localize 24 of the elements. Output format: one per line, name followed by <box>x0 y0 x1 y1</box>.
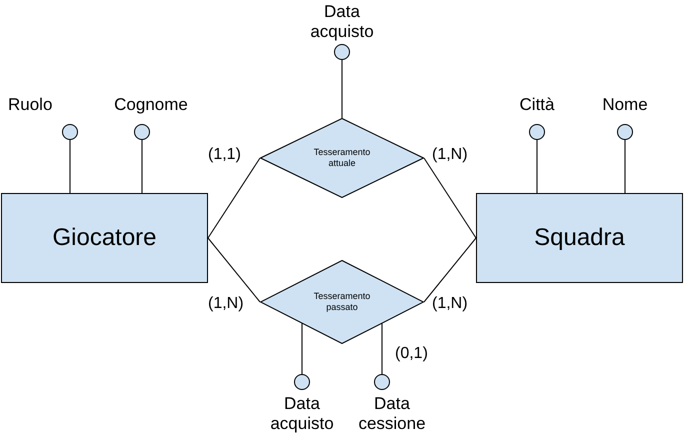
connector-line <box>424 158 476 238</box>
connector-line <box>424 238 476 302</box>
relationship-label: Tesseramento passato <box>312 291 372 313</box>
entity-box <box>476 193 683 283</box>
entity-name: Squadra <box>534 223 625 253</box>
attribute-label: Città <box>518 95 556 115</box>
cardinality-label: (1,N) <box>208 294 244 314</box>
attribute-label: Data cessione <box>357 394 427 434</box>
cardinality-label: (1,N) <box>432 145 468 165</box>
connector-line <box>208 238 260 302</box>
attribute-label: Nome <box>601 95 649 115</box>
connector-line <box>624 140 626 194</box>
attribute-label: Data acquisto <box>309 2 375 42</box>
connector-line <box>536 140 538 194</box>
attribute-label: Ruolo <box>8 95 52 115</box>
entity-name: Giocatore <box>52 223 157 253</box>
attribute-label: Data acquisto <box>269 394 335 434</box>
cardinality-label: (1,N) <box>432 294 468 314</box>
relationship-label: Tesseramento attuale <box>312 147 372 169</box>
cardinality-label: (0,1) <box>395 344 428 364</box>
cardinality-label: (1,1) <box>208 145 241 165</box>
connector-line <box>208 158 260 238</box>
attribute-label: Cognome <box>113 95 189 115</box>
entity-box <box>1 193 208 283</box>
